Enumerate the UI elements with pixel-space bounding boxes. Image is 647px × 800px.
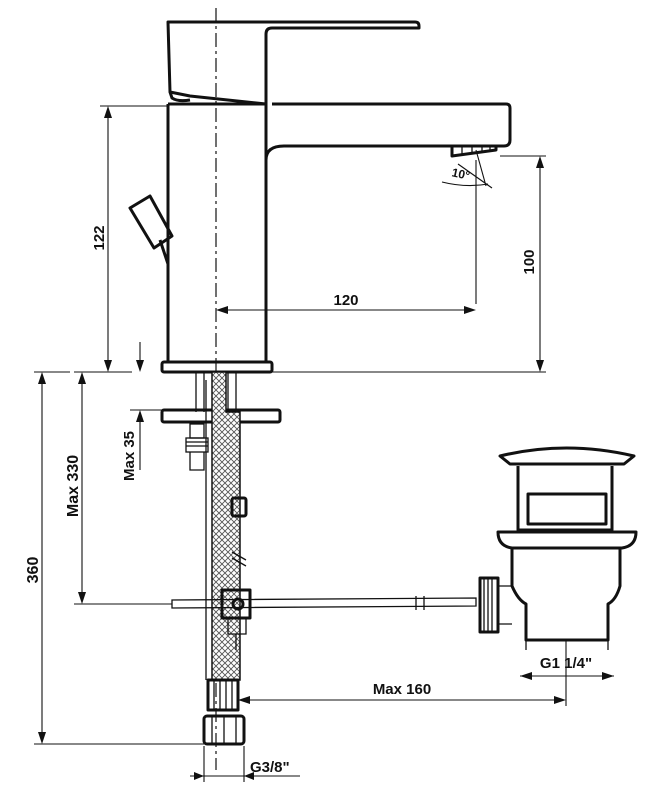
dim-100-label: 100 [521, 249, 538, 274]
dim-angle-label: 10° [450, 165, 471, 183]
dim-max35-label: Max 35 [121, 431, 138, 481]
dim-drain-thread-label: G1 1/4" [540, 655, 592, 672]
dimension-lines [34, 105, 614, 782]
popup-rod [171, 588, 477, 650]
handle-joint [168, 91, 191, 103]
faucet-column [166, 102, 512, 362]
drain-assembly [478, 446, 638, 650]
dim-360-label: 360 [25, 557, 42, 584]
aerator [450, 146, 498, 158]
dim-hose-thread-label: G3/8" [250, 759, 290, 776]
dim-122-label: 122 [91, 225, 108, 250]
dim-max160-label: Max 160 [373, 681, 431, 698]
faucet-body [128, 20, 512, 374]
popup-knob [128, 194, 174, 272]
base-ring [160, 360, 274, 374]
dim-120-label: 120 [333, 292, 358, 309]
flexible-hose [202, 371, 248, 746]
lever-handle [166, 20, 421, 106]
dim-max330-label: Max 330 [65, 455, 82, 517]
